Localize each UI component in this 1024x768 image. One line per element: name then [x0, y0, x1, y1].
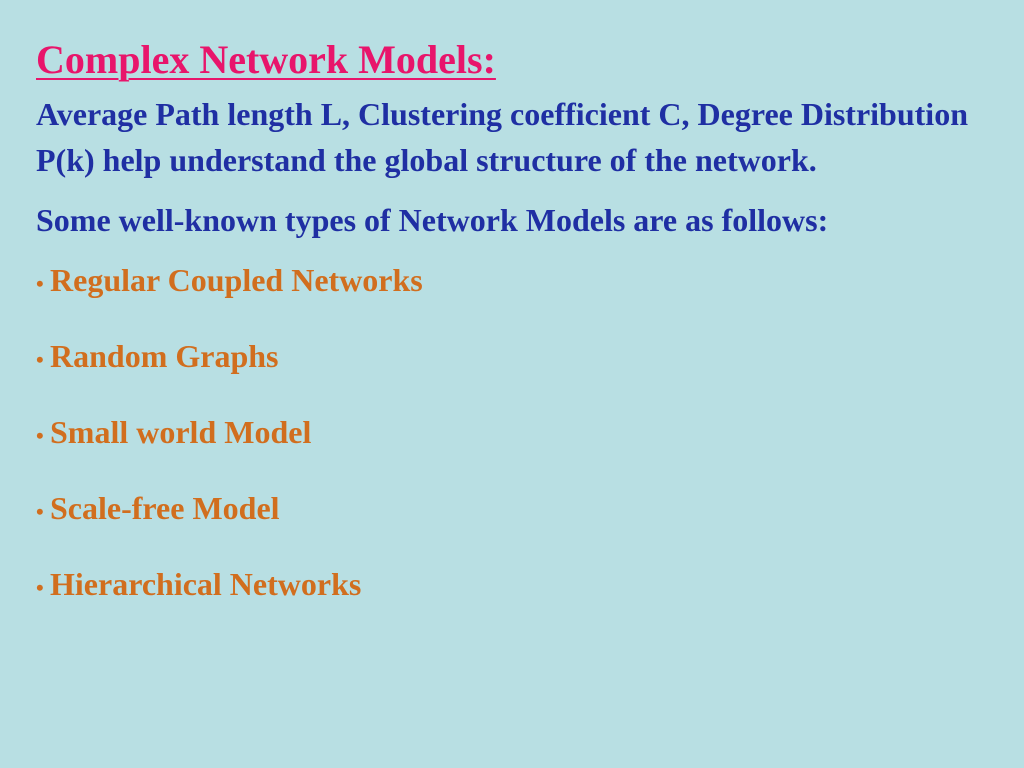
- network-model-list: • Regular Coupled Networks • Random Grap…: [36, 257, 996, 611]
- list-item-label: Regular Coupled Networks: [50, 262, 423, 298]
- bullet-icon: •: [36, 423, 44, 448]
- types-paragraph: Some well-known types of Network Models …: [36, 202, 829, 238]
- list-item: • Regular Coupled Networks: [36, 257, 996, 307]
- bullet-icon: •: [36, 347, 44, 372]
- slide-content: Complex Network Models: Average Path len…: [36, 30, 996, 637]
- slide-title: Complex Network Models:: [36, 37, 496, 82]
- bullet-icon: •: [36, 499, 44, 524]
- list-item-label: Random Graphs: [50, 338, 279, 374]
- list-item-label: Hierarchical Networks: [50, 566, 362, 602]
- bullet-icon: •: [36, 271, 44, 296]
- list-item: • Scale-free Model: [36, 485, 996, 535]
- list-item: • Random Graphs: [36, 333, 996, 383]
- list-item-label: Scale-free Model: [50, 490, 280, 526]
- bullet-icon: •: [36, 575, 44, 600]
- list-item: • Small world Model: [36, 409, 996, 459]
- intro-paragraph: Average Path length L, Clustering coeffi…: [36, 96, 968, 178]
- list-item: • Hierarchical Networks: [36, 561, 996, 611]
- list-item-label: Small world Model: [50, 414, 312, 450]
